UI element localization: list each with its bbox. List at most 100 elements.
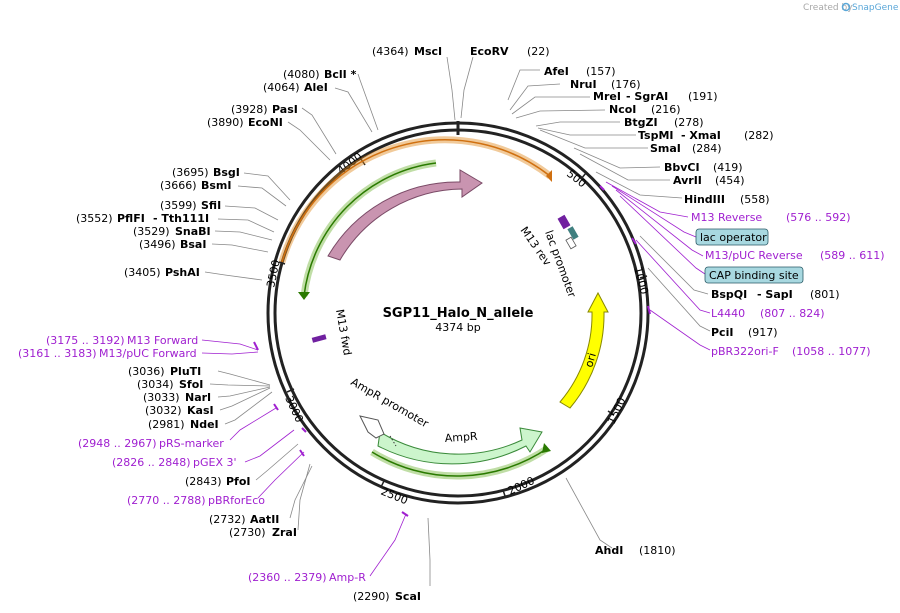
bsgI-line (243, 172, 291, 201)
lac-operator-marker (567, 226, 579, 240)
orf-halotag-outer-arrowhead (546, 170, 552, 182)
site-name: NruI (570, 78, 597, 91)
ampr-label: AmpR (444, 430, 478, 445)
site-name: NdeI (190, 418, 219, 431)
primer-tick-pbr322ori (647, 305, 651, 315)
feature-ampr: AmpR AmpR promoter (349, 375, 543, 465)
site-pos: (917) (748, 326, 778, 339)
primer-tick-ampr (401, 511, 409, 517)
site-name: PflFI (117, 212, 145, 225)
pbr322ori-line (649, 309, 711, 351)
site-pos: (3890) (207, 116, 244, 129)
primer-name: M13 Forward (127, 334, 198, 347)
primer-name: pGEX 3' (193, 456, 237, 469)
l4440-line (635, 239, 711, 314)
sfoI-line (209, 383, 271, 387)
boxed-feature-labels: lac operator CAP binding site (695, 228, 804, 284)
site-pos: (3496) (139, 238, 176, 251)
site-name: AvrII (673, 174, 702, 187)
m13-fwd-marker (311, 334, 327, 343)
site-pos: (3036) (128, 365, 165, 378)
site-name: - Tth111I (153, 212, 209, 225)
primer-range: (2360 .. 2379) (248, 571, 327, 584)
primer-range: (2948 .. 2967) (78, 437, 157, 450)
site-pos: (282) (744, 129, 774, 142)
site-name: AatII (250, 513, 279, 526)
primer-range: (807 .. 824) (760, 307, 825, 320)
orf-ampr-arrowhead (542, 443, 551, 453)
primer-range: (3175 .. 3192) (46, 334, 125, 347)
site-name: SfoI (179, 378, 203, 391)
tick-label-3500: 3500 (264, 259, 283, 289)
tick-2500 (380, 480, 385, 488)
site-pos: (3034) (137, 378, 174, 391)
tick-3000 (286, 388, 295, 393)
site-name: ScaI (395, 590, 421, 603)
site-name: AfeI (544, 65, 569, 78)
site-name: BsaI (180, 238, 206, 251)
orf-halotag-inner (303, 162, 437, 297)
pfoI-line (255, 443, 299, 481)
tick-4000 (360, 158, 366, 166)
site-name-2: SapI (765, 288, 792, 301)
site-pos: (2732) (209, 513, 246, 526)
primer-tick-l4440 (631, 237, 637, 245)
lac-promoter-marker (565, 236, 577, 250)
site-pos: (157) (586, 65, 616, 78)
pluTI-line (217, 370, 271, 386)
btgzI-line (535, 121, 620, 127)
plasmid-name: SGP11_Halo_N_allele (383, 306, 534, 321)
site-name: MscI (414, 45, 442, 58)
site-pos: (176) (611, 78, 641, 91)
primer-tick-pbrforeco (299, 449, 305, 457)
site-pos: (3666) (160, 179, 197, 192)
bclI-line (357, 73, 379, 131)
primer-range: (576 .. 592) (786, 211, 851, 224)
primer-tick-m13-reverse (599, 185, 605, 191)
pflfI-line (217, 218, 275, 233)
primer-name: L4440 (711, 307, 745, 320)
site-pos: (3928) (231, 103, 268, 116)
primer-name: M13/pUC Forward (99, 347, 197, 360)
plasmid-size: 4374 bp (435, 321, 480, 334)
primer-name: M13/pUC Reverse (705, 249, 803, 262)
primer-range: (2826 .. 2848) (112, 456, 191, 469)
tick-1000 (639, 275, 648, 279)
scaI-line (427, 517, 431, 586)
primer-range: (589 .. 611) (820, 249, 885, 262)
m13-rev-marker (557, 214, 571, 230)
ori-arrow (559, 291, 609, 409)
site-pos: (1810) (639, 544, 676, 557)
site-name: NcoI (609, 103, 636, 116)
primer-name: M13 Reverse (691, 211, 762, 224)
site-pos: (4364) (372, 45, 409, 58)
site-pos: (278) (674, 116, 704, 129)
m13-fwd-label: M13 fwd (333, 308, 354, 356)
pciI-line (647, 267, 711, 332)
site-name-2: Tth111I (161, 212, 209, 225)
site-name: MreI (593, 90, 621, 103)
cap-binding-box-label: CAP binding site (709, 269, 799, 282)
pasI-line (301, 107, 337, 155)
feature-halotag: HaloTag® (327, 169, 483, 261)
nruI-line (509, 83, 561, 111)
primer-tick-m13-forward (253, 341, 259, 351)
narI-line (217, 386, 271, 398)
tick-label-1000: 1000 (631, 265, 651, 295)
site-name: - SgrAI (626, 90, 668, 103)
snapgene-logo-icon (841, 2, 851, 12)
ahdI-line (565, 477, 613, 549)
site-pos: (3552) (76, 212, 113, 225)
site-pos: (216) (651, 103, 681, 116)
site-name: TspMI (638, 129, 674, 142)
site-name: BtgZI (624, 116, 658, 129)
site-name: BspQI (711, 288, 747, 301)
site-pos: (3599) (160, 199, 197, 212)
orf-arcs (278, 136, 553, 480)
ncoI-line (515, 109, 606, 119)
orf-halotag-inner-arrowhead (298, 292, 310, 300)
site-pos: (3529) (133, 225, 170, 238)
site-name: ZraI (272, 526, 297, 539)
